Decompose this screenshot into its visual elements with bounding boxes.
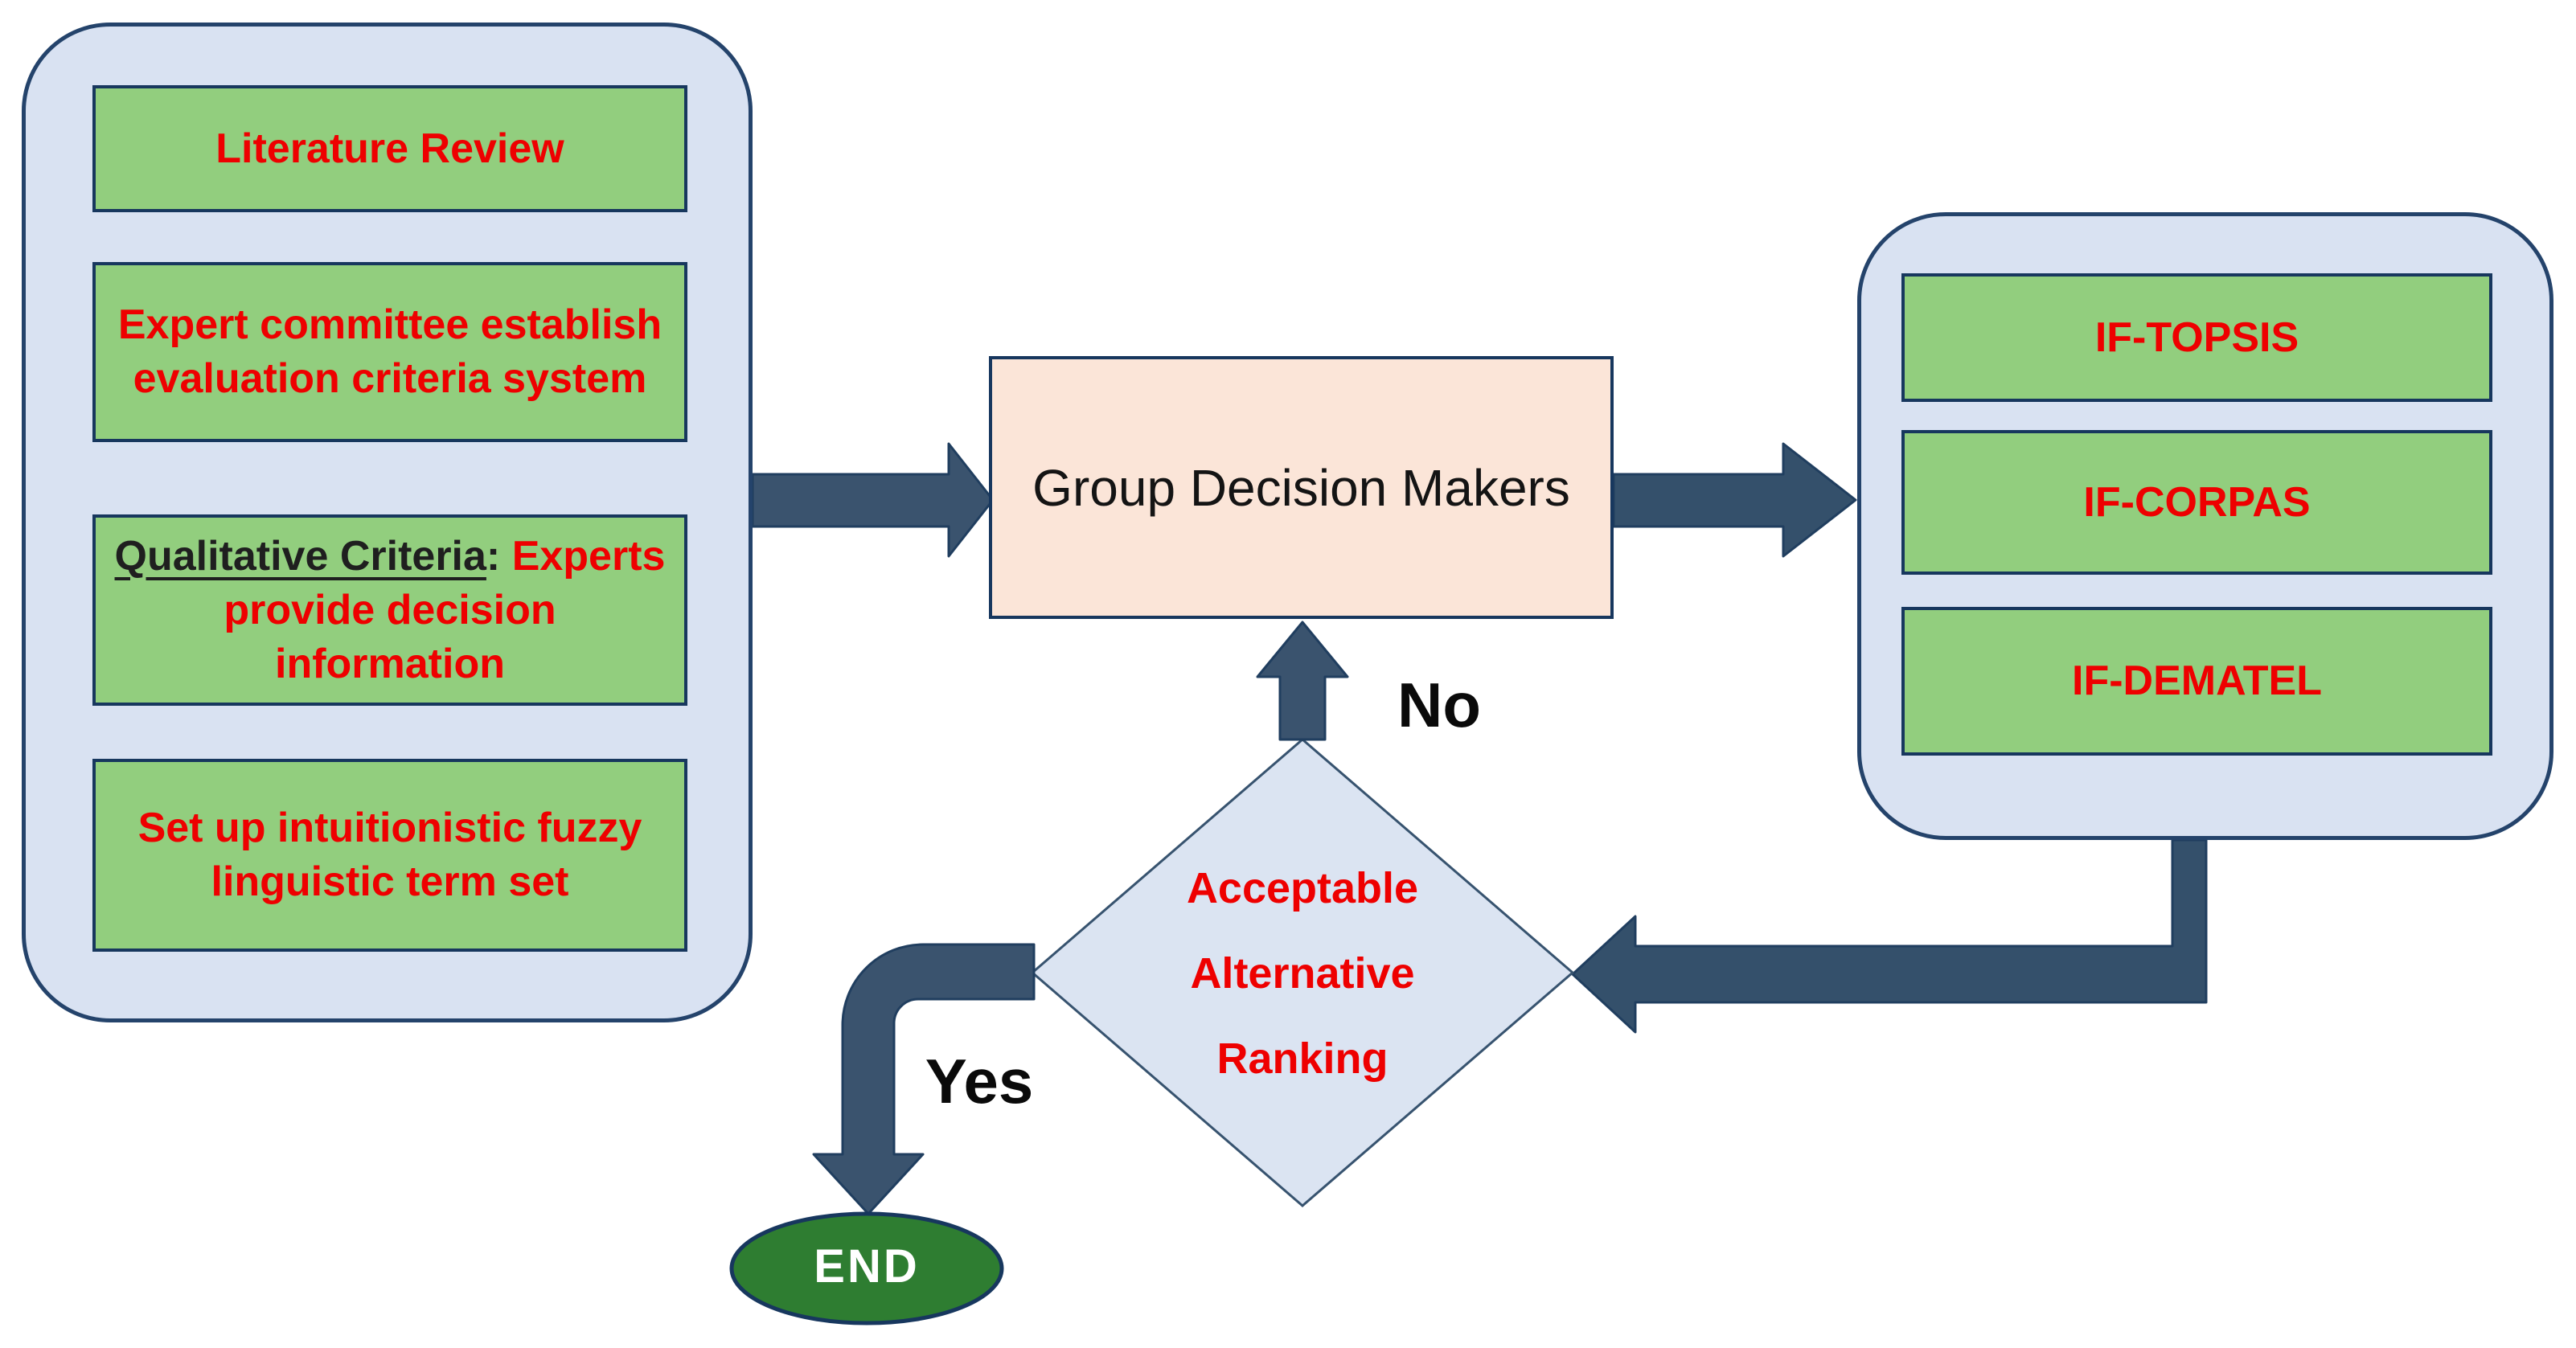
method-box-if-topsis: IF-TOPSIS bbox=[1901, 273, 2492, 402]
text-line: Set up intuitionistic fuzzy bbox=[137, 805, 642, 851]
text-line: IF-CORPAS bbox=[2083, 478, 2311, 526]
text-line: Ranking bbox=[1216, 1035, 1388, 1083]
text-line: Literature Review bbox=[215, 125, 564, 172]
step-box-qualitative-criteria: Qualitative Criteria: Experts provide de… bbox=[92, 514, 687, 706]
method-box-if-dematel: IF-DEMATEL bbox=[1901, 607, 2492, 756]
text-line: IF-TOPSIS bbox=[2094, 313, 2299, 361]
arrow-center-to-right bbox=[1612, 442, 1857, 558]
method-box-if-corpas: IF-CORPAS bbox=[1901, 430, 2492, 575]
text-line-rest: Experts bbox=[511, 532, 666, 580]
arrow-yes-elbow bbox=[812, 943, 1036, 1215]
text-line: provide decision bbox=[224, 586, 556, 633]
arrow-no-up bbox=[1256, 621, 1349, 741]
text-line: evaluation criteria system bbox=[133, 355, 647, 402]
text-line: linguistic term set bbox=[211, 858, 569, 905]
end-label: END bbox=[814, 1240, 920, 1293]
qualitative-criteria-emphasis: Qualitative Criteria bbox=[114, 532, 486, 580]
group-decision-makers-label: Group Decision Makers bbox=[1032, 458, 1570, 517]
step-box-expert-committee: Expert committee establish evaluation cr… bbox=[92, 262, 687, 442]
step-box-fuzzy-term-set: Set up intuitionistic fuzzy linguistic t… bbox=[92, 759, 687, 952]
yes-branch-label: Yes bbox=[925, 1046, 1034, 1117]
arrow-left-to-center bbox=[751, 442, 995, 558]
colon-separator: : bbox=[486, 532, 512, 580]
no-branch-label: No bbox=[1397, 670, 1481, 740]
text-line: Qualitative Criteria: Experts bbox=[96, 530, 684, 584]
end-terminator bbox=[729, 1211, 1004, 1325]
step-box-literature-review: Literature Review bbox=[92, 85, 687, 212]
text-line: information bbox=[275, 640, 505, 687]
text-line: Expert committee establish bbox=[117, 301, 662, 348]
decision-diamond-label: Acceptable Alternative Ranking bbox=[1061, 846, 1544, 1101]
text-line: Alternative bbox=[1190, 949, 1415, 998]
group-decision-makers-box: Group Decision Makers bbox=[989, 356, 1614, 619]
arrow-elbow-right-to-diamond bbox=[1571, 838, 2208, 1034]
text-line: IF-DEMATEL bbox=[2072, 658, 2322, 704]
text-line: Acceptable bbox=[1186, 864, 1419, 912]
decision-diamond bbox=[1030, 738, 1575, 1207]
